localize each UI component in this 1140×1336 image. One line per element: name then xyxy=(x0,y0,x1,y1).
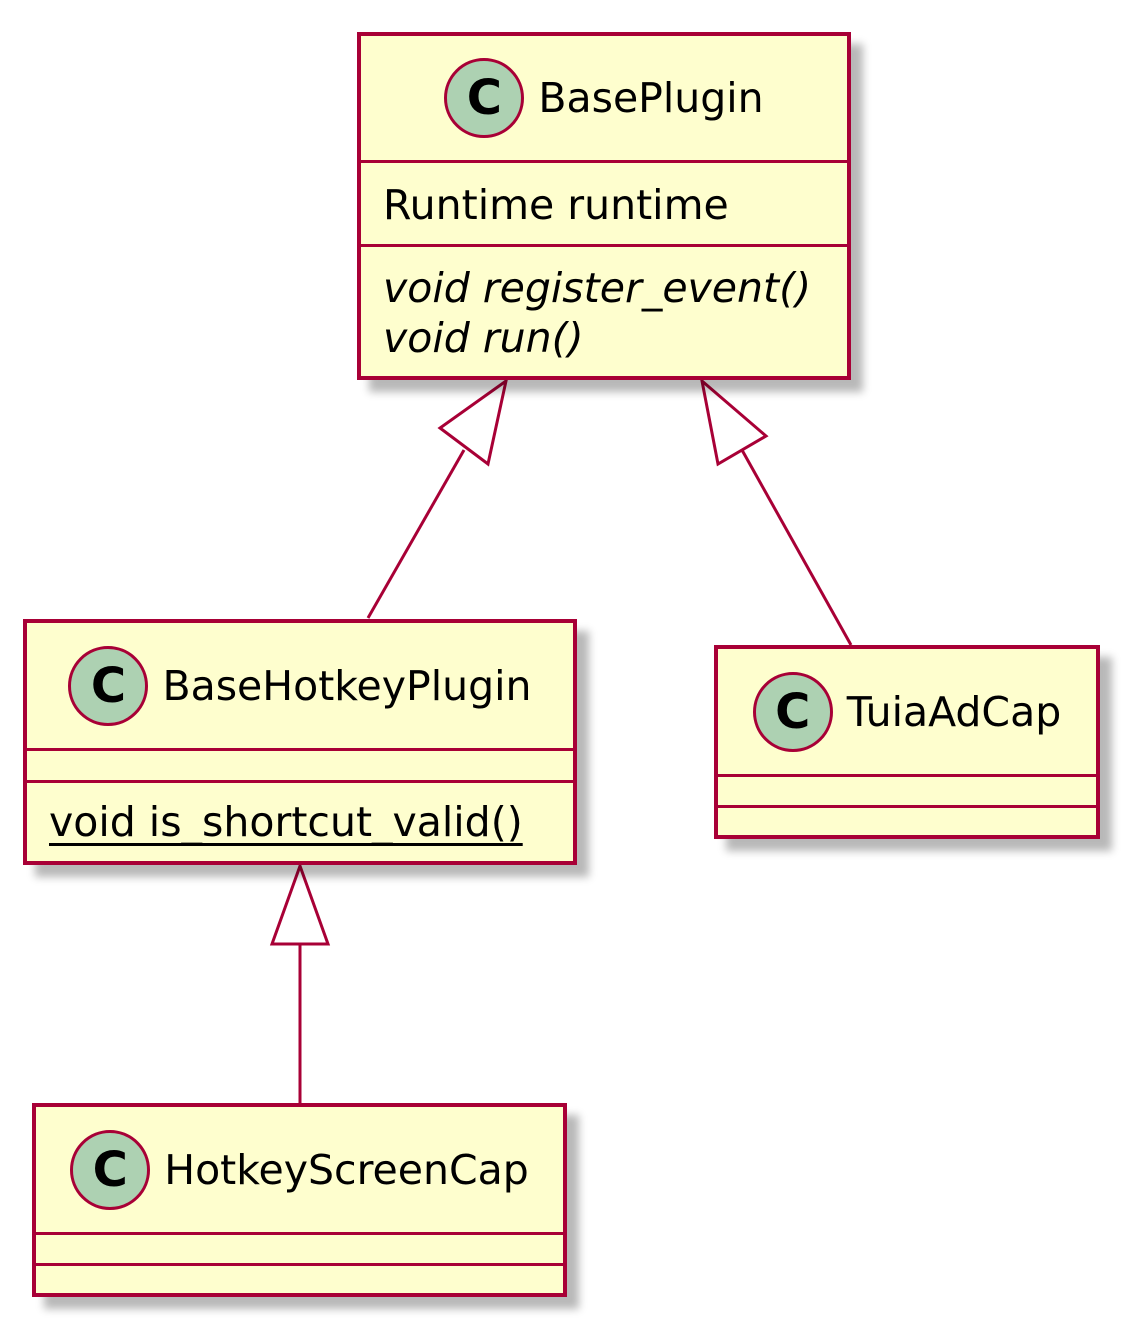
class-name: TuiaAdCap xyxy=(846,687,1062,736)
class-tuiaadcap[interactable]: C TuiaAdCap xyxy=(714,645,1100,839)
class-header: C TuiaAdCap xyxy=(718,649,1096,777)
attributes-section xyxy=(27,751,573,783)
attributes-section xyxy=(718,777,1096,808)
edge-basehotkeyplugin-to-baseplugin xyxy=(366,449,466,619)
method-static: void is_shortcut_valid() xyxy=(49,798,523,846)
class-stereotype-icon: C xyxy=(68,645,149,726)
class-header: C BaseHotkeyPlugin xyxy=(27,623,573,751)
edge-tuiaadcap-to-baseplugin xyxy=(740,449,853,646)
methods-section: void is_shortcut_valid() xyxy=(27,783,573,847)
method-abstract: void register_event() xyxy=(383,264,812,312)
attributes-section: Runtime runtime xyxy=(361,163,847,247)
method-abstract: void run() xyxy=(383,314,584,362)
class-baseplugin[interactable]: C BasePlugin Runtime runtime void regist… xyxy=(357,32,851,380)
class-name: BaseHotkeyPlugin xyxy=(162,661,532,710)
attributes-section xyxy=(36,1235,563,1266)
class-basehotkeyplugin[interactable]: C BaseHotkeyPlugin void is_shortcut_vali… xyxy=(23,619,577,865)
methods-section: void register_event() void run() xyxy=(361,247,847,363)
class-name: BasePlugin xyxy=(538,74,764,122)
inheritance-arrowhead xyxy=(437,377,509,467)
class-stereotype-icon: C xyxy=(444,58,525,138)
inheritance-arrowhead xyxy=(269,861,331,946)
class-stereotype-icon: C xyxy=(752,671,833,752)
class-header: C BasePlugin xyxy=(361,36,847,163)
class-header: C HotkeyScreenCap xyxy=(36,1107,563,1235)
attribute: Runtime runtime xyxy=(383,181,729,229)
class-hotkeyscreencap[interactable]: C HotkeyScreenCap xyxy=(32,1103,567,1297)
class-name: HotkeyScreenCap xyxy=(164,1145,529,1194)
class-stereotype-icon: C xyxy=(70,1129,151,1210)
inheritance-arrowhead xyxy=(699,377,769,467)
